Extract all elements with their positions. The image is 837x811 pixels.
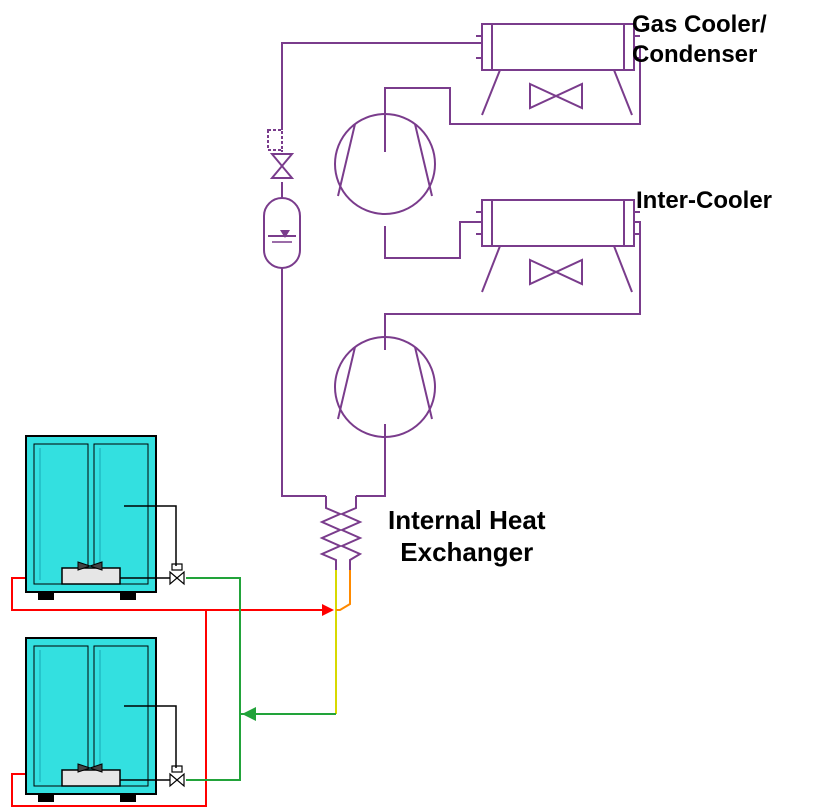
display-cabinet-top [25,435,185,600]
cabinet-top-valve [169,570,185,586]
internal-heat-exchanger [319,496,363,570]
hp-compressor-discharge-pipe [384,46,641,152]
receiver-to-ihx-pipe [281,268,326,497]
inter-cooler-fan-housing-left [481,245,501,293]
inter-cooler-label: Inter-Cooler [636,187,773,214]
inter-cooler-fan-icon [529,258,583,286]
lp-compressor-casing [334,336,436,438]
ihx-coil-right [339,496,363,570]
hp-compressor-casing [334,113,436,215]
orange-discharge-line [336,570,351,611]
expansion-valve [267,129,295,179]
liquid-receiver [263,197,301,269]
gas-cooler-fan-icon [529,82,583,110]
intercooler-to-hp-compressor-pipe [384,221,482,259]
refrigerant-piping [281,42,641,497]
gas-cooler-label: Gas Cooler/ Condenser [632,10,767,70]
gas-cooler-outlet-pipe [281,42,482,130]
cabinet-top-evaporator [61,567,121,585]
lp-compressor [334,336,436,438]
ihx-label: Internal Heat Exchanger [388,504,546,568]
gas-cooler-unit [476,23,640,116]
lp-compressor-suction-pipe [356,424,386,497]
receiver-float-icon [280,230,290,238]
ihx-label-line2: Exchanger [400,537,534,567]
cabinet-bottom-valve [169,772,185,788]
liquid-receiver-vessel [263,197,301,269]
gas-cooler-label-line1: Gas Cooler/ [632,11,767,38]
cabinet-bottom-evaporator [61,769,121,787]
green-return-loop [186,577,336,781]
ihx-coil-left [319,496,343,570]
gas-cooler-fan-housing-right [613,69,633,116]
inter-cooler-fan-housing-right [613,245,633,293]
expansion-valve-actuator [267,129,283,151]
red-arrow-head [322,604,334,616]
hp-compressor [334,113,436,215]
gas-cooler-body [481,23,635,71]
green-arrow-head [242,707,256,721]
gas-cooler-label-line2: Condenser [632,41,758,68]
inter-cooler-body [481,199,635,247]
inter-cooler-unit [476,199,640,293]
gas-cooler-fan-housing-left [481,69,501,116]
expansion-valve-body [269,153,295,179]
lp-compressor-discharge-pipe [384,221,641,350]
ihx-label-line1: Internal Heat [388,505,546,535]
display-cabinet-bottom [25,637,185,802]
